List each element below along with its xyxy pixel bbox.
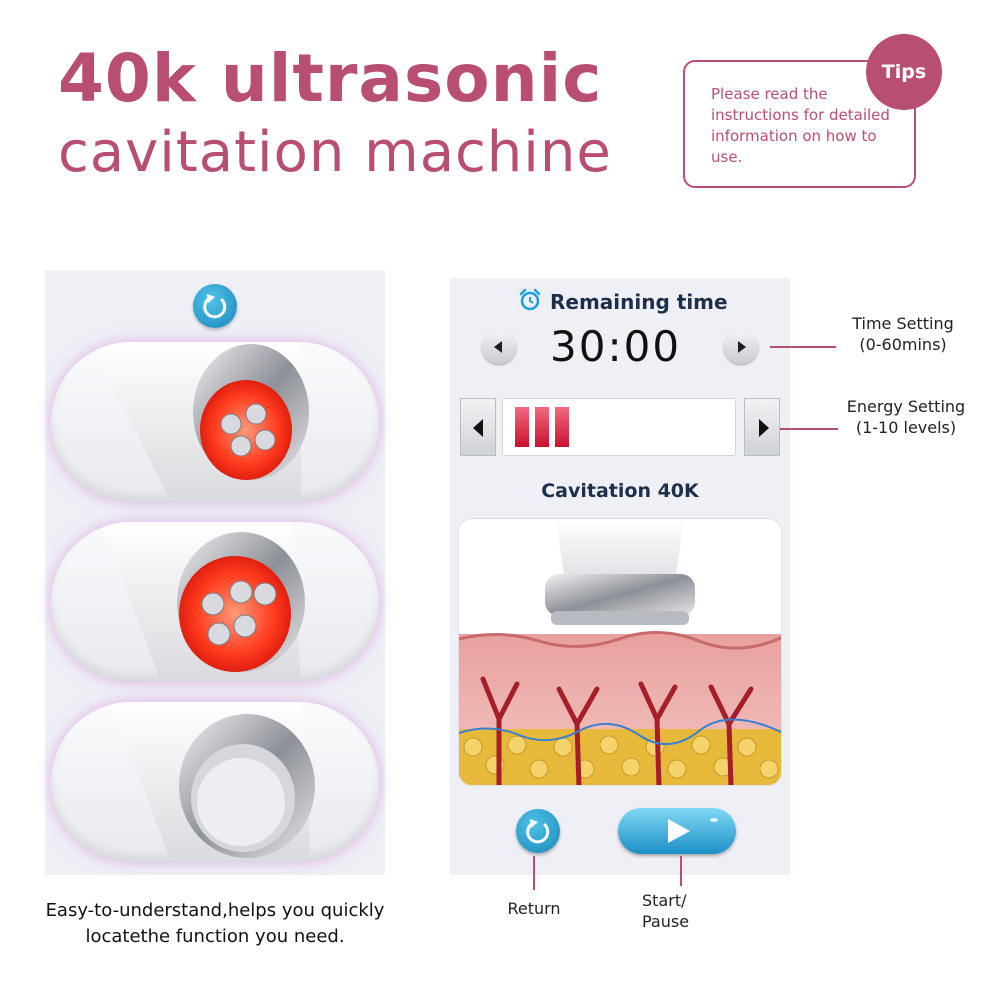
energy-segment — [535, 407, 549, 447]
energy-setting-leader-line — [780, 428, 838, 430]
time-setting-leader-line — [770, 346, 836, 348]
remaining-time-row: Remaining time — [518, 288, 728, 316]
device-screen: Remaining time 30:00 Cavitation 40K — [450, 278, 790, 875]
energy-level-bar — [502, 398, 736, 456]
time-value: 30:00 — [550, 322, 682, 371]
tips-badge: Tips — [866, 34, 942, 110]
title-line-1: 40k ultrasonic — [58, 40, 603, 117]
remaining-time-label: Remaining time — [550, 290, 728, 314]
energy-segment — [555, 407, 569, 447]
start-pause-label-1: Start/ — [642, 891, 687, 910]
return-button[interactable] — [516, 809, 560, 853]
bottom-caption: Easy-to-understand,helps you quickly loc… — [0, 898, 430, 950]
start-pause-label-2: Pause — [642, 912, 690, 931]
energy-segment — [515, 407, 529, 447]
tips-box: Please read the instructions for detaile… — [683, 60, 916, 188]
arrow-left-icon — [494, 341, 502, 353]
start-pause-leader-line — [680, 856, 682, 886]
energy-increase-button[interactable] — [744, 398, 780, 456]
time-decrease-button[interactable] — [482, 330, 516, 364]
arrow-left-icon — [473, 419, 483, 437]
time-setting-annotation: Time Setting (0-60mins) — [830, 313, 976, 355]
return-leader-line — [533, 856, 535, 890]
energy-setting-range: (1-10 levels) — [855, 418, 957, 437]
head-option-rf-large[interactable] — [51, 522, 379, 682]
time-setting-label: Time Setting — [852, 314, 954, 333]
head-selection-panel — [45, 270, 385, 875]
mode-label: Cavitation 40K — [541, 480, 699, 502]
start-pause-button[interactable] — [618, 808, 736, 854]
head-option-rf-small[interactable] — [51, 342, 379, 502]
play-icon — [668, 818, 718, 843]
arrow-right-icon — [759, 419, 769, 437]
return-annotation: Return — [507, 899, 561, 918]
energy-decrease-button[interactable] — [460, 398, 496, 456]
caption-line-1: Easy-to-understand,helps you quickly — [45, 900, 385, 921]
arrow-right-icon — [738, 341, 746, 353]
energy-setting-label: Energy Setting — [846, 397, 966, 416]
alarm-clock-icon — [518, 288, 542, 316]
time-increase-button[interactable] — [724, 330, 758, 364]
reset-icon[interactable] — [193, 284, 237, 328]
time-setting-range: (0-60mins) — [859, 335, 947, 354]
energy-setting-annotation: Energy Setting (1-10 levels) — [828, 396, 984, 438]
title-line-2: cavitation machine — [58, 120, 612, 185]
treatment-illustration — [458, 518, 782, 786]
caption-line-2: locatethe function you need. — [85, 926, 345, 947]
start-pause-annotation: Start/ Pause — [642, 890, 722, 932]
return-icon — [526, 819, 550, 844]
head-option-cavitation[interactable] — [51, 702, 379, 862]
tips-text: Please read the instructions for detaile… — [711, 85, 890, 166]
